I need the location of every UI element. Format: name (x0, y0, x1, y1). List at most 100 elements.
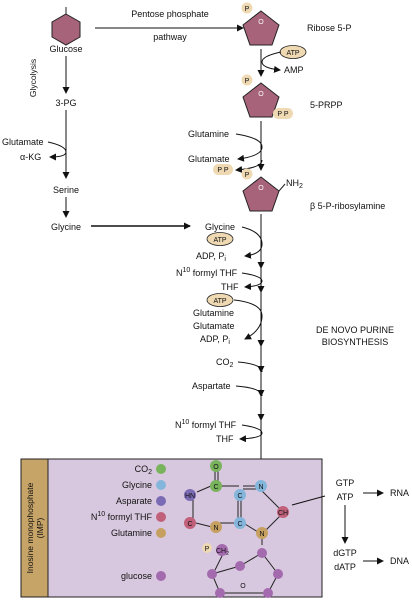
atp-badge-2: ATP (206, 232, 234, 246)
title-line2: BIOSYNTHESIS (322, 337, 389, 347)
imp-ch2 (216, 544, 228, 556)
imp-side-label-2: (IMP) (35, 517, 45, 538)
atp-text-3: ATP (213, 298, 226, 305)
legend-n10-formyl-thf: N10 formyl THF (91, 511, 153, 522)
atom-c-mid (234, 489, 246, 501)
ribosylamine-pentagon: O (242, 176, 286, 212)
adp-pi-label-2: ADP, Pi (200, 334, 230, 346)
atom-c-top (210, 480, 222, 492)
arrow-pp-release (235, 159, 263, 174)
ribose5p-label: Ribose 5-P (307, 23, 352, 33)
svg-text:C: C (213, 484, 218, 491)
legend-swatch-co2 (156, 464, 166, 474)
legend-swatch-glycine (156, 480, 166, 490)
ribose5p-pentagon: O (242, 10, 280, 46)
svg-text:C: C (237, 521, 242, 528)
prpp-label: 5-PRPP (310, 100, 343, 110)
atom-c-mid2 (234, 517, 246, 529)
svg-text:CH: CH (278, 510, 288, 517)
svg-text:C: C (237, 493, 242, 500)
atp-text-1: ATP (286, 50, 299, 57)
glucose-label: Glucose (49, 44, 82, 54)
glucose-hexagon (51, 7, 81, 46)
prpp-pentagon: O (242, 82, 280, 118)
3pg-label: 3-PG (55, 98, 76, 108)
ribosylamine-ring-o: O (258, 185, 264, 192)
imp-side-tab (20, 458, 49, 598)
atom-n-bot (256, 527, 268, 539)
arrow-atp-glutamine (233, 299, 263, 340)
svg-text:N: N (258, 484, 263, 491)
glutamine-label-2: Glutamine (193, 308, 234, 318)
legend-glucose: glucose (121, 571, 152, 581)
ppp-line1: Pentose phosphate (131, 9, 209, 19)
atp-text-2: ATP (213, 237, 226, 244)
imp-box (20, 458, 323, 598)
arrow-co2 (237, 361, 263, 373)
atom-hn (184, 489, 196, 501)
pp-badge-2: P P (213, 164, 233, 175)
phosphate-badge: P (241, 2, 253, 14)
svg-text:O: O (213, 464, 219, 471)
title-line1: DE NOVO PURINE (316, 325, 394, 335)
legend-co2: CO2 (135, 464, 153, 476)
prpp-pp: P P (277, 111, 288, 118)
aspartate-label: Aspartate (192, 381, 231, 391)
datp-label: dATP (334, 562, 356, 572)
ppp-line2: pathway (153, 32, 187, 42)
arrow-imp-out (291, 495, 326, 506)
imp-phosphate (202, 543, 212, 553)
arrow-atp-amp (261, 51, 282, 73)
rna-label: RNA (390, 488, 409, 498)
glutamate-left-label: Glutamate (2, 137, 44, 147)
atom-o (210, 460, 222, 472)
imp-ribose: P CH2 O (202, 543, 283, 598)
serine-label: Serine (53, 185, 79, 195)
legend-glutamine: Glutamine (111, 528, 152, 538)
arrow-n10-thf-1 (241, 272, 263, 291)
atom-n-left (210, 521, 222, 533)
legend-asparate: Asparate (116, 496, 152, 506)
ribosylamine-p: P (245, 172, 250, 179)
legend-swatch-n10-formyl-thf (156, 512, 166, 522)
arrow-glutamate-akg (47, 141, 67, 161)
legend-swatch-asparate (156, 496, 166, 506)
arrow-glycine-adp (241, 226, 263, 259)
svg-text:N: N (213, 525, 218, 532)
glycolysis-label: Glycolysis (28, 59, 38, 97)
n10-formyl-thf-label-2: N10 formyl THF (175, 419, 237, 430)
nh2-label: NH2 (286, 178, 303, 190)
akg-label: α-KG (20, 152, 41, 162)
svg-text:HN: HN (185, 493, 195, 500)
legend-glycine: Glycine (122, 480, 152, 490)
pp-text-2: P P (217, 167, 228, 174)
ribosylamine-phosphate: P (241, 168, 253, 180)
gtp-label: GTP (336, 478, 355, 488)
glycine-step-label: Glycine (205, 222, 235, 232)
prpp-pp-badge: P P (273, 108, 293, 119)
adp-pi-label-1: ADP, Pi (196, 251, 226, 263)
prpp-p-left: P (245, 78, 250, 85)
ribosylamine-label: β 5-P-ribosylamine (310, 201, 385, 211)
atp-out-label: ATP (337, 492, 354, 502)
thf-label-1: THF (221, 282, 239, 292)
svg-text:CH2: CH2 (216, 548, 229, 557)
glycine-left-label: Glycine (51, 222, 81, 232)
n10-formyl-thf-label-1: N10 formyl THF (176, 267, 238, 278)
thf-label-2: THF (216, 434, 234, 444)
atom-c-left (184, 517, 196, 529)
svg-text:C: C (187, 521, 192, 528)
imp-side-label-1: Inosine monophosphate (25, 482, 35, 573)
dgtp-label: dGTP (333, 548, 357, 558)
prpp-ring-o: O (258, 91, 264, 98)
svg-text:P: P (205, 546, 210, 553)
glutamine-label-1: Glutamine (188, 129, 229, 139)
dna-label: DNA (390, 556, 409, 566)
phosphate-p: P (245, 6, 250, 13)
legend-swatch-glutamine (156, 528, 166, 538)
arrow-glutamine-glutamate (235, 133, 263, 162)
glutamate-label-1: Glutamate (188, 154, 230, 164)
amp-label: AMP (284, 65, 304, 75)
ribose-ring-o: O (258, 19, 264, 26)
